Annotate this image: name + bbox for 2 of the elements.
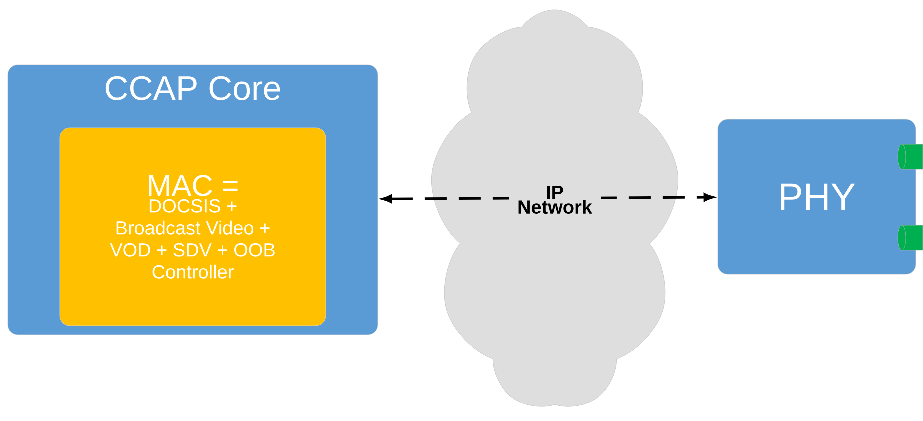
- mac-box: MAC = DOCSIS + Broadcast Video + VOD + SDV + OOB Controller: [60, 128, 326, 326]
- phy-box: PHY: [718, 119, 916, 275]
